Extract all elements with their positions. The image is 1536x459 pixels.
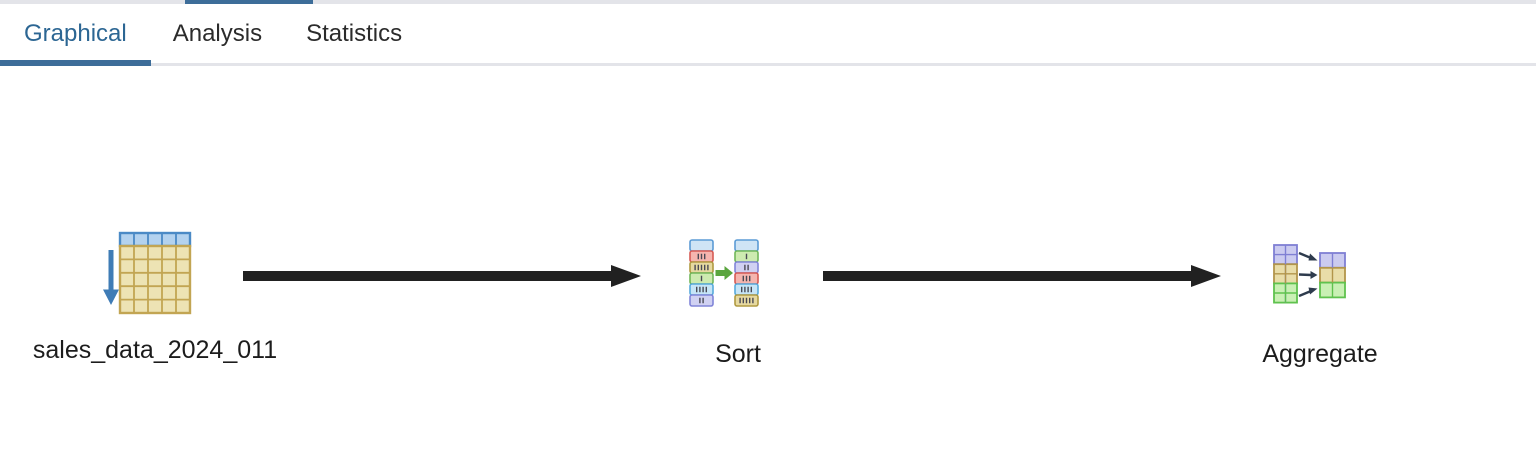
flow-arrow-shaft <box>823 271 1191 281</box>
aggregate-icon[interactable] <box>1268 229 1370 313</box>
flow-arrow-head <box>611 265 641 287</box>
plan-node-sort: Sort <box>638 229 838 389</box>
top-divider <box>0 0 1536 4</box>
flow-arrow-head <box>1191 265 1221 287</box>
tab-graphical[interactable]: Graphical <box>0 4 151 66</box>
explain-tab-bar: Graphical Analysis Statistics <box>0 4 1536 66</box>
plan-node-label: sales_data_2024_011 <box>32 336 278 364</box>
plan-canvas[interactable]: sales_data_2024_011 <box>0 66 1536 459</box>
tab-analysis-label: Analysis <box>172 19 263 47</box>
tab-graphical-label: Graphical <box>24 19 127 47</box>
flow-arrow-shaft <box>243 271 611 281</box>
tab-analysis[interactable]: Analysis <box>151 4 284 63</box>
top-accent-bar <box>185 0 313 4</box>
plan-node-aggregate: Aggregate <box>1220 229 1420 389</box>
table-seq-scan-icon[interactable] <box>96 229 194 317</box>
plan-node-label: Sort <box>715 340 761 368</box>
plan-node-label: Aggregate <box>1262 340 1378 368</box>
tab-statistics[interactable]: Statistics <box>284 4 424 63</box>
flow-arrow-2 <box>823 265 1221 287</box>
tab-statistics-label: Statistics <box>306 19 403 47</box>
sort-icon[interactable] <box>686 238 762 312</box>
plan-node-seq-scan: sales_data_2024_011 <box>26 229 284 419</box>
flow-arrow-1 <box>243 265 641 287</box>
